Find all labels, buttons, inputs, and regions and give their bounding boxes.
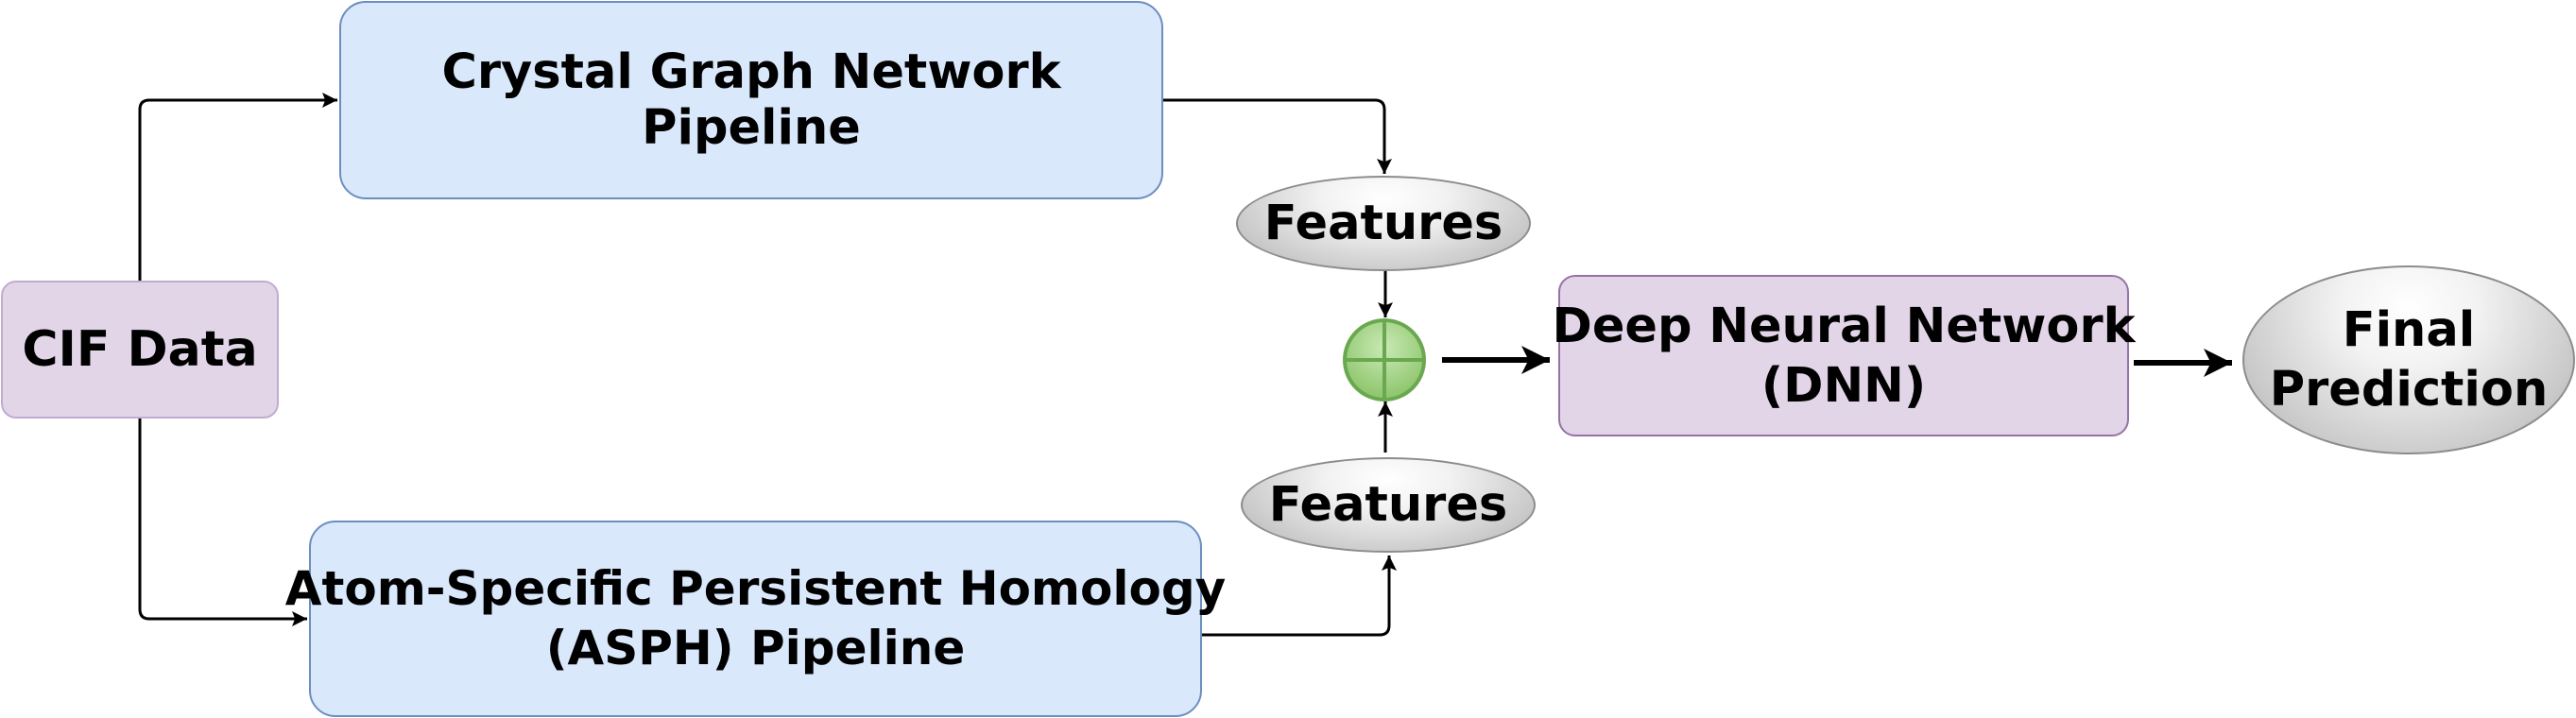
cif-data-node: CIF Data — [1, 281, 279, 419]
crystal-graph-pipeline-label: Crystal Graph Network Pipeline — [441, 44, 1061, 156]
final-prediction-node: Final Prediction — [2242, 265, 2575, 454]
asph-pipeline-label-line1: Atom-Specific Persistent Homology — [284, 561, 1227, 616]
edge-cif-to-asph — [138, 419, 307, 626]
dnn-label-line1: Deep Neural Network — [1552, 298, 2136, 354]
edge-cgn-to-features-top — [1163, 98, 1392, 174]
edge-cif-to-cgn — [138, 93, 337, 281]
features-bottom-node: Features — [1241, 457, 1536, 553]
dnn-label-line2: (DNN) — [1760, 357, 1927, 414]
crystal-graph-pipeline-node: Crystal Graph Network Pipeline — [339, 1, 1163, 199]
final-prediction-label-line1: Final — [2342, 302, 2476, 358]
dnn-node: Deep Neural Network (DNN) — [1552, 275, 2136, 436]
features-bottom-label: Features — [1268, 477, 1508, 533]
combine-sum-node — [1343, 318, 1426, 402]
asph-pipeline-label-line2: (ASPH) Pipeline — [545, 621, 966, 675]
edge-asph-to-features-bottom — [1202, 556, 1397, 637]
asph-pipeline-node: Atom-Specific Persistent Homology (ASPH)… — [285, 521, 1226, 717]
features-top-label: Features — [1263, 196, 1503, 251]
cif-data-label: CIF Data — [22, 321, 258, 378]
final-prediction-label-line2: Prediction — [2269, 362, 2549, 418]
features-top-node: Features — [1236, 176, 1531, 271]
